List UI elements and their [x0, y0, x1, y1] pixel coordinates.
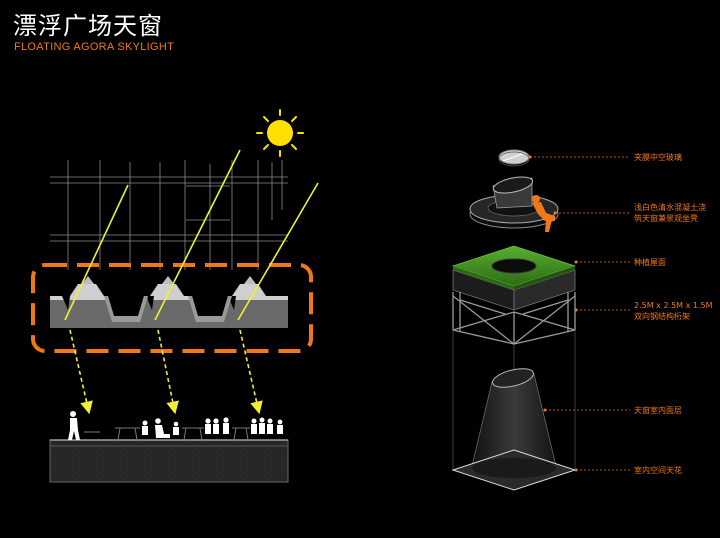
upper-structure: [50, 160, 288, 270]
page-subtitle: FLOATING AGORA SKYLIGHT: [14, 41, 175, 53]
leader-dots: [528, 155, 578, 472]
label-line: 室内空间天花: [634, 466, 682, 475]
label-interior-ceiling: 室内空间天花: [634, 465, 682, 476]
people-silhouettes: [68, 411, 283, 440]
label-line: 2.5M x 2.5M x 1.5M: [634, 301, 713, 310]
label-line: 筑天窗兼景观坐凳: [634, 214, 698, 223]
page-title: 漂浮广场天窗: [13, 12, 163, 40]
label-laminated-glass: 夹膜中空玻璃: [634, 152, 682, 163]
sun-icon: [256, 109, 304, 157]
label-planted-roof: 种植屋面: [634, 257, 666, 268]
roof-section: [50, 276, 288, 328]
label-steel-truss: 2.5M x 2.5M x 1.5M 双向钢结构桁架: [634, 300, 713, 322]
light-rays: [64, 149, 319, 321]
label-line: 浅白色清水混凝土浇: [634, 203, 706, 212]
label-line: 种植屋面: [634, 258, 666, 267]
tables: [84, 427, 250, 441]
label-concrete-seat: 浅白色清水混凝土浇 筑天窗兼景观坐凳: [634, 202, 706, 224]
interior-floor: [49, 439, 289, 483]
glass-disc: [498, 149, 530, 167]
skylight-cone: [471, 368, 557, 467]
label-line: 天窗室内面层: [634, 406, 682, 415]
light-rays-dashed: [69, 329, 263, 415]
label-line: 夹膜中空玻璃: [634, 153, 682, 162]
green-roof: [451, 245, 577, 311]
label-inner-finish: 天窗室内面层: [634, 405, 682, 416]
ceiling-plate: [451, 449, 577, 491]
highlight-frame: [31, 263, 313, 353]
label-line: 双向钢结构桁架: [634, 312, 690, 321]
seated-person-icon: [532, 195, 555, 232]
leader-lines: [530, 156, 630, 471]
